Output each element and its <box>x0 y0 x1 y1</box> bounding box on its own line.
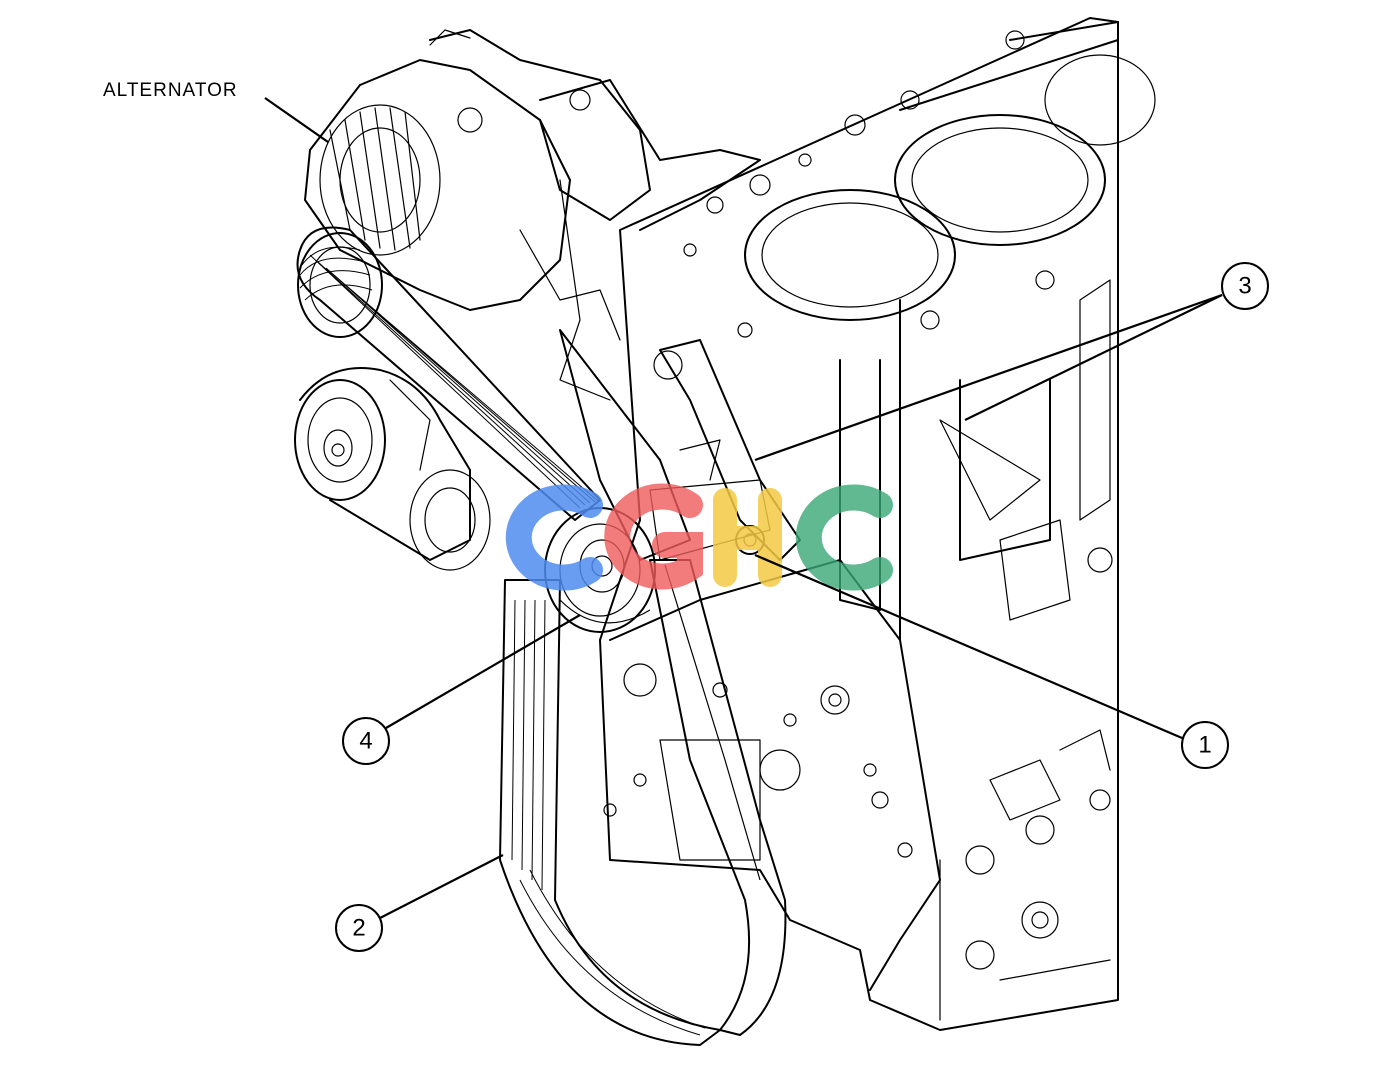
callout-2: 2 <box>335 854 504 952</box>
callout-3: 3 <box>754 262 1269 462</box>
engine-block <box>599 17 1156 1031</box>
callout-3-number: 3 <box>1238 273 1251 300</box>
callout-4: 4 <box>342 614 581 765</box>
alternator-label: ALTERNATOR <box>103 80 329 143</box>
tensioner <box>294 367 491 571</box>
callout-1-number: 1 <box>1198 732 1211 759</box>
callout-2-number: 2 <box>352 915 365 942</box>
callout-1: 1 <box>754 553 1229 769</box>
alternator <box>304 29 761 401</box>
callout-4-number: 4 <box>359 728 372 755</box>
watermark-logo <box>505 483 893 591</box>
alternator-label-text: ALTERNATOR <box>103 80 238 101</box>
